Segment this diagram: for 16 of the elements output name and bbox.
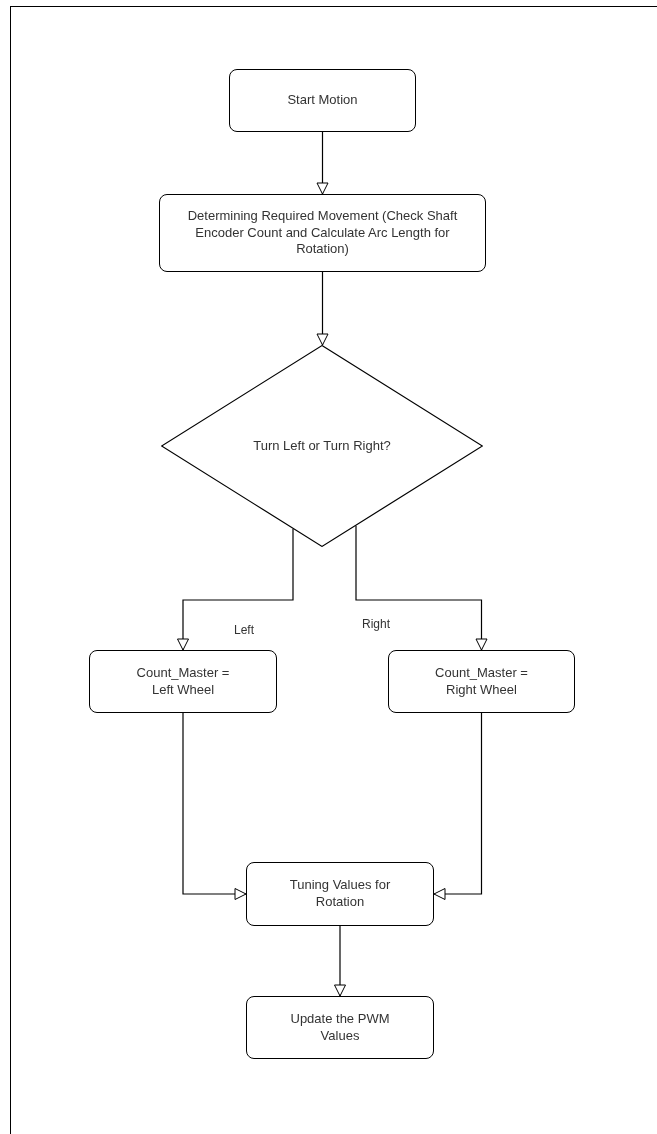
decision-text: Turn Left or Turn Right? [253,437,391,455]
process-box: Tuning Values for Rotation [246,862,434,926]
arrow [355,525,488,651]
arrow [334,925,346,997]
arrow [316,271,329,346]
edge-label: Left [234,624,254,636]
arrow [182,712,247,900]
process-box: Update the PWM Values [246,996,434,1059]
process-box: Count_Master = Left Wheel [89,650,277,713]
arrow [177,528,294,651]
process-box: Count_Master = Right Wheel [388,650,575,713]
process-box: Start Motion [229,69,416,132]
arrow [316,131,329,195]
arrow [433,712,483,900]
edge-label: Right [362,618,390,630]
process-box: Determining Required Movement (Check Shaft Encoder Count and Calculate Arc Length for Rotation) [159,194,486,272]
